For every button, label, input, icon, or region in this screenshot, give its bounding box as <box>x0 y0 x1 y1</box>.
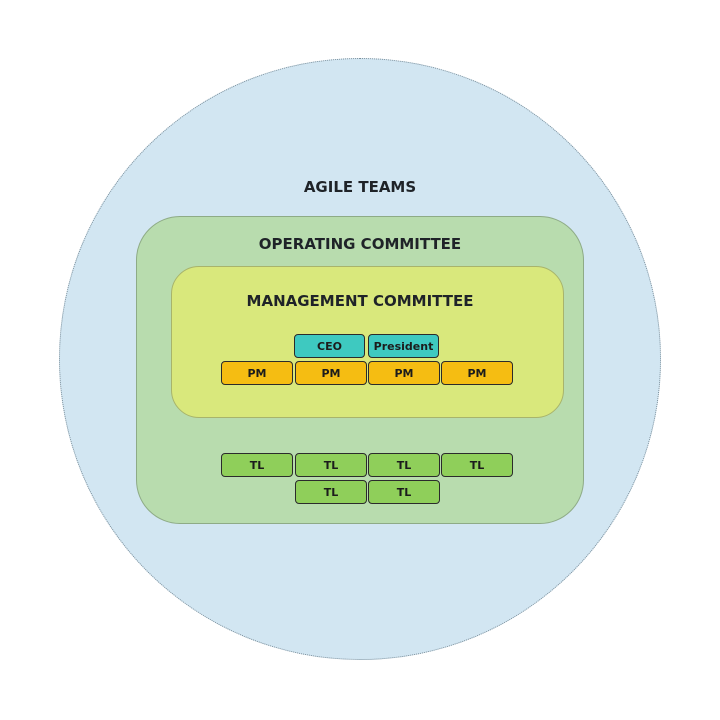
tl-box: TL <box>441 453 513 477</box>
tl-box: TL <box>295 453 367 477</box>
tl-box: TL <box>368 453 440 477</box>
management-committee-title: MANAGEMENT COMMITTEE <box>246 292 474 310</box>
tl-box: TL <box>295 480 367 504</box>
tl-box: TL <box>221 453 293 477</box>
management-committee-box <box>171 266 564 418</box>
pm-box: PM <box>221 361 293 385</box>
pm-box: PM <box>441 361 513 385</box>
president-box: President <box>368 334 439 358</box>
pm-box: PM <box>295 361 367 385</box>
agile-teams-title: AGILE TEAMS <box>303 178 417 196</box>
ceo-box: CEO <box>294 334 365 358</box>
pm-box: PM <box>368 361 440 385</box>
tl-box: TL <box>368 480 440 504</box>
operating-committee-title: OPERATING COMMITTEE <box>258 235 462 253</box>
